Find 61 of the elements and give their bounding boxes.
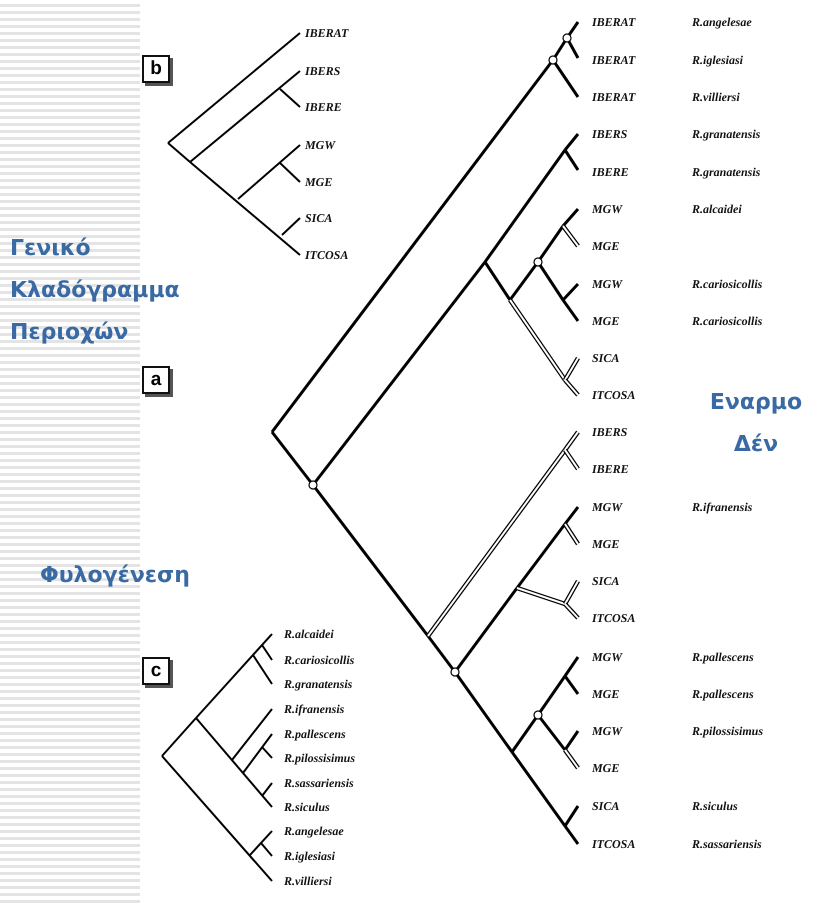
area-label: SICA [592, 799, 620, 813]
species-label: R.ifranensis [692, 500, 752, 514]
species-label: R.pallescens [284, 727, 346, 741]
species-label: R.sassariensis [692, 837, 762, 851]
species-label: R.cariosicollis [692, 277, 762, 291]
species-label: R.siculus [284, 800, 330, 814]
species-label: R.angelesae [692, 15, 752, 29]
species-label: R.siculus [692, 799, 738, 813]
species-label: R.sassariensis [284, 776, 354, 790]
area-label: MGE [592, 537, 620, 551]
species-label: R.ifranensis [284, 702, 344, 716]
species-label: R.iglesiasi [692, 53, 744, 67]
area-label: IBERS [305, 64, 340, 78]
area-label: MGW [592, 500, 622, 514]
species-label: R.granatensis [692, 127, 760, 141]
species-label: R.cariosicollis [692, 314, 762, 328]
area-label: IBERE [592, 165, 629, 179]
area-label: MGE [592, 687, 620, 701]
area-label: IBERAT [305, 26, 348, 40]
area-label: SICA [592, 351, 620, 365]
area-label: MGW [592, 277, 622, 291]
area-label: IBERAT [592, 15, 636, 29]
area-label: ITCOSA [592, 388, 636, 402]
species-label: R.villiersi [692, 90, 740, 104]
area-label: MGE [305, 175, 332, 189]
species-label: R.pilossisimus [284, 751, 356, 765]
area-label: MGW [592, 202, 622, 216]
heading: Φυλογένεση [40, 562, 191, 590]
area-label: IBERE [305, 100, 342, 114]
species-label: R.cariosicollis [284, 653, 354, 667]
panel-letter: c [142, 657, 170, 685]
area-label: MGW [592, 650, 622, 664]
area-label: IBERS [592, 425, 628, 439]
species-label: R.granatensis [284, 677, 352, 691]
area-label: IBERAT [592, 90, 636, 104]
area-label: IBERAT [592, 53, 636, 67]
species-label: R.villiersi [284, 874, 332, 888]
area-label: IBERE [592, 462, 629, 476]
species-label: R.iglesiasi [284, 849, 336, 863]
species-label: R.pilossisimus [692, 724, 764, 738]
area-label: MGW [592, 724, 622, 738]
area-label: MGE [592, 314, 620, 328]
heading: Εναρμο Δέν [708, 389, 804, 459]
area-label: MGW [305, 138, 336, 152]
species-label: R.granatensis [692, 165, 760, 179]
species-label: R.pallescens [692, 687, 754, 701]
area-label: SICA [592, 574, 620, 588]
panel-letter: a [142, 366, 170, 394]
area-label: MGE [592, 761, 620, 775]
area-label: IBERS [592, 127, 628, 141]
species-label: R.alcaidei [692, 202, 742, 216]
area-label: MGE [592, 239, 620, 253]
area-label: ITCOSA [592, 611, 636, 625]
area-label: ITCOSA [305, 248, 348, 262]
area-label: ITCOSA [592, 837, 636, 851]
species-label: R.pallescens [692, 650, 754, 664]
heading: Γενικό Κλαδόγραμμα Περιοχών [10, 235, 181, 347]
panel-letter: b [142, 55, 170, 83]
area-label: SICA [305, 211, 332, 225]
species-label: R.angelesae [284, 824, 344, 838]
species-label: R.alcaidei [284, 627, 334, 641]
